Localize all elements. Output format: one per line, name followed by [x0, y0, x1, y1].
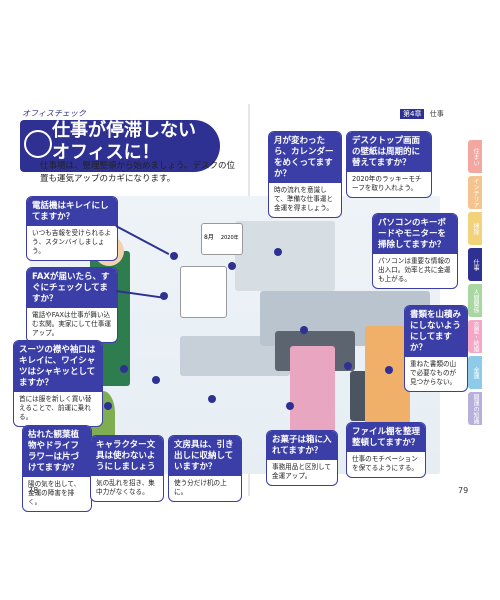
callout-file-cabinet: ファイル棚を整理整頓してますか？ 仕事のモチベーションを保てるようにする。 [346, 422, 426, 478]
pointer-dot [300, 326, 308, 334]
tab-7[interactable]: 開運の知識 [468, 392, 482, 425]
pointer-dot [228, 262, 236, 270]
pointer-dot [104, 402, 112, 410]
callout-wallpaper: デスクトップ画面の壁紙は周期的に替えてますか？ 2020年のラッキーモチーフを取… [346, 131, 432, 198]
title-banner [20, 120, 220, 172]
tab-label: 恋愛・結婚 [472, 321, 479, 352]
file-cabinet [235, 221, 335, 291]
callout-heading: 書類を山積みにしないようにしてますか？ [405, 306, 467, 357]
callout-body: 気の乱れを招き、集中力がなくなる。 [96, 479, 155, 496]
tab-label: 開運の知識 [472, 393, 479, 424]
callout-stationery-drawer: 文房具は、引き出しに収納していますか？ 使う分だけ机の上に。 [168, 435, 242, 502]
pointer-dot [274, 248, 282, 256]
callout-calendar: 月が変わったら、カレンダーをめくってますか？ 時の流れを意識して、準備な仕事運と… [268, 131, 342, 218]
office-check-icon [24, 130, 52, 158]
callout-body: 仕事のモチベーションを保てるようにする。 [352, 455, 419, 472]
callout-body: 事務用品と区別して金運アップ。 [272, 463, 332, 480]
callout-suit: スーツの襟や袖口はキレイに、ワイシャツはシャキッとしてますか？ 首には服を新しく… [13, 340, 103, 427]
callout-body: 使う分だけ机の上に。 [174, 479, 227, 496]
callout-heading: お菓子は箱に入れてますか？ [267, 431, 337, 460]
callout-heading: ファイル棚を整理整頓してますか？ [347, 423, 425, 452]
page-title: 仕事が停滞しない オフィスに！ [52, 120, 222, 164]
callout-phone: 電話機はキレイにしてますか？ いつも吉報を受けられるよう、スタンバイしましょう。 [26, 196, 118, 261]
callout-heading: 枯れた観葉植物やドライフラワーは片づけてますか？ [23, 426, 91, 477]
callout-keyboard: パソコンのキーボードやモニターを掃除してますか？ パソコンは重要な情報の出入口。… [372, 213, 458, 289]
kicker-label: オフィスチェック [22, 109, 86, 118]
pointer-dot [160, 292, 168, 300]
callout-plant: 枯れた観葉植物やドライフラワーは片づけてますか？ 陽の気を出して、金運の障害を排… [22, 425, 92, 512]
title-line-1: 仕事が停滞しない [52, 120, 196, 141]
callout-body: パソコンは重要な情報の出入口。効率と共に金運も上がる。 [378, 257, 451, 283]
calendar-year: 2020年 [220, 235, 239, 241]
pointer-dot [120, 365, 128, 373]
chapter-badge: 第4章 [400, 109, 425, 119]
callout-body: 首には服を新しく買い替えることで、前運に乗れる。 [19, 395, 92, 421]
tab-label: 人間関係 [472, 288, 479, 313]
tab-4[interactable]: 人間関係 [468, 284, 482, 317]
woman-pink [290, 346, 335, 441]
tab-label: 住まい [472, 147, 479, 166]
tab-3[interactable]: 仕事 [468, 248, 482, 281]
callout-body: 陽の気を出して、金運の障害を排く。 [28, 480, 81, 506]
tab-1[interactable]: インテリア [468, 176, 482, 209]
tab-label: 金運 [472, 366, 479, 379]
chapter-label: 仕事 [429, 110, 444, 118]
chapter-indicator: 第4章 仕事 [400, 109, 444, 119]
woman-orange [365, 326, 410, 436]
tab-5[interactable]: 恋愛・結婚 [468, 320, 482, 353]
callout-heading: スーツの襟や袖口はキレイに、ワイシャツはシャキッとしてますか？ [14, 341, 102, 392]
callout-heading: キャラクター文具は使わないようにしましょう [91, 436, 163, 476]
callout-heading: デスクトップ画面の壁紙は周期的に替えてますか？ [347, 132, 431, 172]
title-line-2: オフィスに！ [52, 142, 160, 163]
tab-0[interactable]: 住まい [468, 140, 482, 173]
calendar-board [180, 266, 227, 318]
pointer-dot [344, 362, 352, 370]
callout-documents: 書類を山積みにしないようにしてますか？ 重ねた書類の山で必要なものが見つからない… [404, 305, 468, 392]
callout-character-stationery: キャラクター文具は使わないようにしましょう 気の乱れを招き、集中力がなくなる。 [90, 435, 164, 502]
callout-body: 2020年のラッキーモチーフを取り入れよう。 [352, 175, 422, 192]
tab-label: 掃除 [472, 222, 479, 235]
tab-label: 仕事 [472, 258, 479, 271]
tab-label: インテリア [472, 177, 479, 208]
callout-body: 重ねた書類の山で必要なものが見つからない。 [410, 360, 457, 386]
page-number-left: 78 [28, 486, 39, 495]
calendar-month: 8月 [204, 234, 214, 241]
tab-2[interactable]: 掃除 [468, 212, 482, 245]
callout-heading: FAXが届いたら、すぐにチェックしてますか？ [27, 268, 117, 308]
wall-calendar: 8月 2020年 [201, 223, 243, 255]
section-tabs: 住まい インテリア 掃除 仕事 人間関係 恋愛・結婚 金運 開運の知識 [468, 140, 482, 428]
intro-text: 仕事場は、整理整頓から始めましょう。デスクの位置も運気アップのカギになります。 [40, 161, 235, 184]
pointer-dot [286, 402, 294, 410]
callout-body: 電話やFAXは仕事が舞い込む玄関。実家にして仕事運アップ。 [32, 311, 111, 337]
callout-snacks: お菓子は箱に入れてますか？ 事務用品と区別して金運アップ。 [266, 430, 338, 486]
callout-heading: 文房具は、引き出しに収納していますか？ [169, 436, 241, 476]
callout-heading: 月が変わったら、カレンダーをめくってますか？ [269, 132, 341, 183]
callout-body: いつも吉報を受けられるよう、スタンバイしましょう。 [32, 229, 112, 255]
pointer-dot [208, 395, 216, 403]
pointer-dot [385, 366, 393, 374]
callout-heading: 電話機はキレイにしてますか？ [27, 197, 117, 226]
callout-heading: パソコンのキーボードやモニターを掃除してますか？ [373, 214, 457, 254]
pointer-dot [170, 252, 178, 260]
pointer-dot [152, 376, 160, 384]
callout-body: 時の流れを意識して、準備な仕事運と金運を得ましょう。 [274, 186, 334, 212]
tab-6[interactable]: 金運 [468, 356, 482, 389]
page-number-right: 79 [458, 486, 469, 495]
callout-fax: FAXが届いたら、すぐにチェックしてますか？ 電話やFAXは仕事が舞い込む玄関。… [26, 267, 118, 343]
